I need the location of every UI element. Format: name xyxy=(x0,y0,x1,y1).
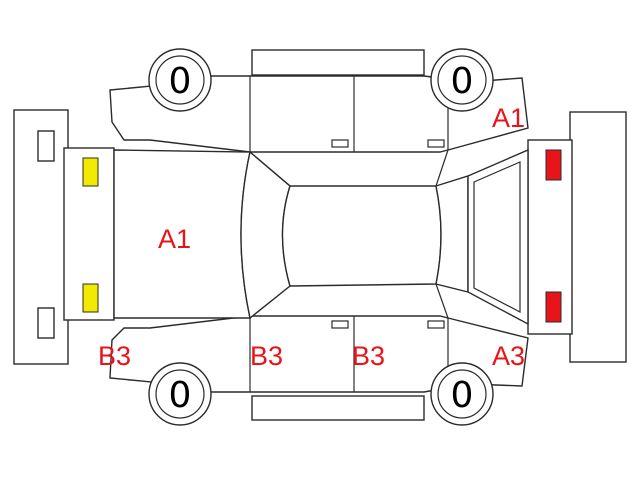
tire-rear-right: 0 xyxy=(430,362,494,426)
rear-hatch-inner xyxy=(473,161,521,313)
tire-rear-right-value: 0 xyxy=(451,375,474,416)
roof xyxy=(281,185,442,287)
rear-window xyxy=(435,175,469,293)
damage-mark-rear-right-door: B3 xyxy=(352,341,385,371)
tire-rear-left: 0 xyxy=(430,48,494,112)
tire-front-left: 0 xyxy=(148,48,212,112)
top-door-handle-front xyxy=(331,139,349,148)
damage-mark-front-right-fender: B3 xyxy=(98,341,131,371)
a-pillar-top xyxy=(249,151,291,187)
red-lamp-icon xyxy=(545,149,562,181)
c-pillar-top xyxy=(435,149,449,187)
tire-front-right-value: 0 xyxy=(169,375,192,416)
yellow-lamp-icon xyxy=(82,283,99,313)
bottom-door-handle-front xyxy=(331,320,349,329)
tire-front-right: 0 xyxy=(148,362,212,426)
side-skirt-top xyxy=(251,49,425,76)
damage-mark-hood: A1 xyxy=(158,224,191,254)
yellow-lamp-icon xyxy=(82,157,99,187)
rear-hatch xyxy=(467,148,529,326)
damage-mark-rear-right-fender: A1 xyxy=(492,103,525,133)
side-skirt-bottom xyxy=(251,395,425,421)
tire-rear-left-value: 0 xyxy=(451,61,474,102)
front-bumper-slot-bottom xyxy=(37,307,55,339)
c-pillar-bottom xyxy=(435,283,449,319)
damage-mark-front-right-door: B3 xyxy=(250,341,283,371)
damage-mark-rear-right-quarter: A3 xyxy=(492,341,525,371)
tire-front-left-value: 0 xyxy=(169,61,192,102)
rear-bumper xyxy=(569,111,627,363)
bottom-door-handle-rear xyxy=(427,320,445,329)
red-lamp-icon xyxy=(545,291,562,323)
front-bumper-slot-top xyxy=(37,130,55,162)
top-door-handle-rear xyxy=(427,139,445,148)
